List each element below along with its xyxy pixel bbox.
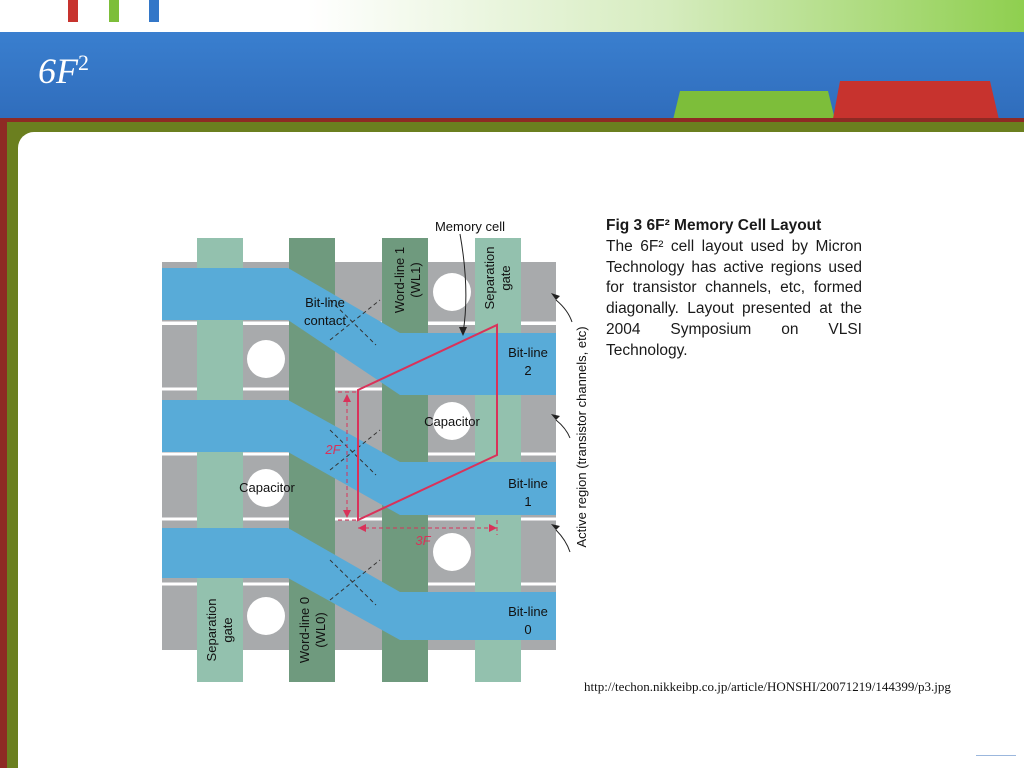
dim-3f-label: 3F [415, 533, 431, 548]
wordline-0-label-1: Word-line 0 [297, 597, 312, 663]
slide-title: 6F2 [38, 50, 89, 91]
wordline-1-label-1: Word-line 1 [392, 247, 407, 313]
separation-gate-bottom-label-1: Separation [204, 599, 219, 662]
caption-title: Fig 3 6F² Memory Cell Layout [606, 217, 822, 234]
separation-gate-top-label-2: gate [498, 265, 513, 290]
active-region-label: Active region (transistor channels, etc) [574, 326, 589, 547]
green-tab [672, 91, 836, 124]
dim-2f-label: 2F [324, 442, 341, 457]
wordline-1-label-2: (WL1) [408, 262, 423, 297]
capacitors [247, 273, 471, 635]
bit-line-contacts [329, 299, 381, 606]
top-decor-bar [0, 0, 1024, 32]
separation-gate-top-label-1: Separation [482, 247, 497, 310]
leader-lines [459, 233, 573, 553]
bitline-contact-label-2: contact [304, 313, 346, 328]
wordline-0-label-2: (WL0) [313, 612, 328, 647]
memory-cell-label: Memory cell [435, 219, 505, 234]
figure-caption: Fig 3 6F² Memory Cell Layout The 6F² cel… [606, 216, 862, 362]
dimension-lines [338, 391, 498, 535]
bitline-2-label-1: Bit-line [508, 345, 548, 360]
source-url[interactable]: http://techon.nikkeibp.co.jp/article/HON… [584, 679, 951, 694]
bitline-0-label-1: Bit-line [508, 604, 548, 619]
capacitor-left-label: Capacitor [239, 480, 295, 495]
bitline-1-label-1: Bit-line [508, 476, 548, 491]
red-tab [832, 81, 1000, 124]
separation-gate-bottom-label-2: gate [220, 617, 235, 642]
bitline-2-label-2: 2 [524, 363, 531, 378]
bitline-contact-label-1: Bit-line [305, 295, 345, 310]
capacitor-right-label: Capacitor [424, 414, 480, 429]
red-tick [68, 0, 78, 22]
memory-cell-outline [357, 323, 498, 522]
blue-tick [149, 0, 159, 22]
green-tick [109, 0, 119, 22]
caption-text: The 6F² cell layout used by Micron Techn… [606, 237, 862, 359]
bitline-0-label-2: 0 [524, 622, 531, 637]
bitline-1-label-2: 1 [524, 494, 531, 509]
footer-line [976, 755, 1016, 756]
